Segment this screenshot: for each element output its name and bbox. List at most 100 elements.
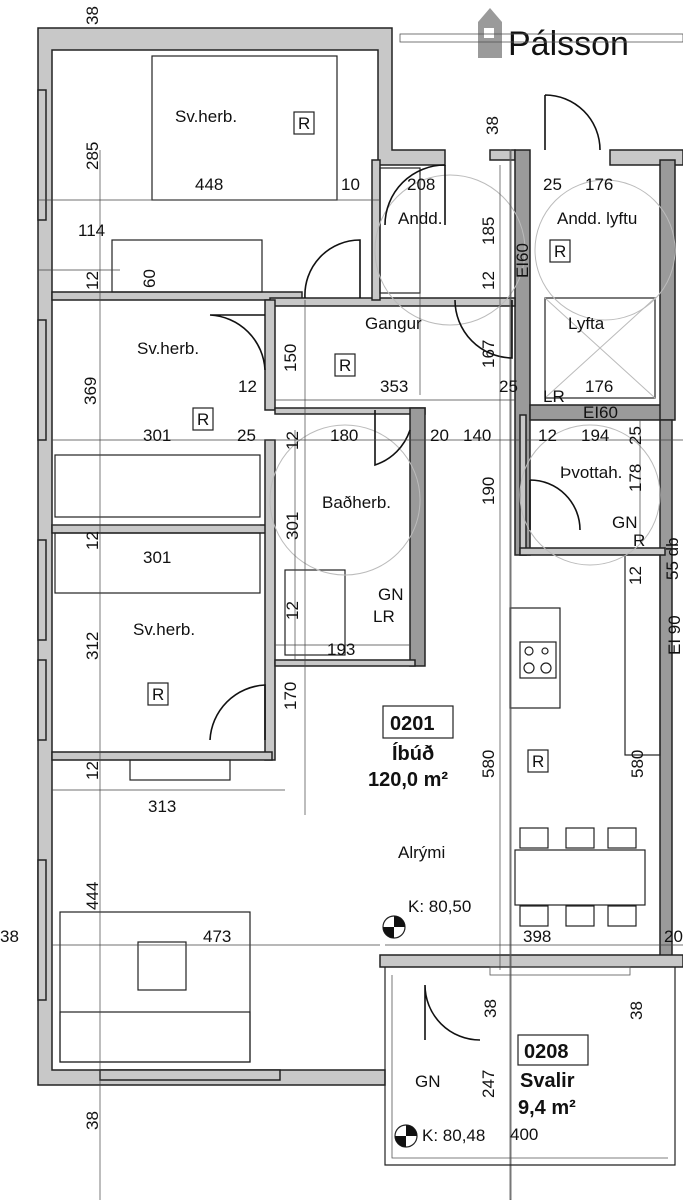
dim: 38 <box>83 1111 102 1130</box>
level-living: K: 80,50 <box>408 897 471 916</box>
marks: R R R R R R R GN GN GN LR LR EI60 EI60 E… <box>147 111 683 1091</box>
dim: 170 <box>281 682 300 710</box>
mark-lr: LR <box>373 607 395 626</box>
dim: 38 <box>483 116 502 135</box>
dim: 20 <box>430 426 449 445</box>
dim: 301 <box>143 548 171 567</box>
mark-r: R <box>554 242 566 261</box>
dim: 10 <box>341 175 360 194</box>
doors <box>209 94 601 1041</box>
interior-walls <box>51 159 683 968</box>
dim: 285 <box>83 142 102 170</box>
mark-gn: GN <box>378 585 404 604</box>
mark-r: R <box>152 685 164 704</box>
unit-number: 0201 <box>390 713 435 735</box>
room-entry: Andd. <box>398 209 442 228</box>
room-lift: Lyfta <box>568 314 605 333</box>
mark-ei60-vertical: EI60 <box>513 243 532 278</box>
mark-gn: GN <box>612 513 638 532</box>
level-markers: K: 80,50 K: 80,48 <box>382 897 485 1148</box>
dim: 180 <box>330 426 358 445</box>
dim: 448 <box>195 175 223 194</box>
dim: 12 <box>83 531 102 550</box>
dim: 190 <box>479 477 498 505</box>
balcony-number: 0208 <box>524 1041 569 1063</box>
dim: 25 <box>543 175 562 194</box>
mark-ei60: EI60 <box>583 403 618 422</box>
dim: 20 <box>664 927 683 946</box>
dim: 12 <box>238 377 257 396</box>
dim: 208 <box>407 175 435 194</box>
dim: 60 <box>140 269 159 288</box>
palsson-logo: Pálsson <box>478 8 629 63</box>
dim: 38 <box>627 1001 646 1020</box>
dim: 38 <box>481 999 500 1018</box>
balcony-outline <box>384 966 676 1166</box>
dim: 12 <box>626 566 645 585</box>
dim: 12 <box>83 761 102 780</box>
unit-label: 0201 Íbúð 120,0 m² <box>368 705 454 791</box>
dim: 12 <box>538 426 557 445</box>
furniture <box>54 55 676 1200</box>
dim: 178 <box>626 464 645 492</box>
room-labels: Sv.herb. Sv.herb. Sv.herb. Andd. Andd. l… <box>133 107 637 862</box>
dim: 185 <box>479 217 498 245</box>
dim: 247 <box>479 1070 498 1098</box>
mark-gn: GN <box>415 1072 441 1091</box>
level-balcony: K: 80,48 <box>422 1126 485 1145</box>
dim: 150 <box>281 344 300 372</box>
dim: 473 <box>203 927 231 946</box>
dim: 176 <box>585 175 613 194</box>
dim: 38 <box>0 927 19 946</box>
mark-lr: LR <box>543 387 565 406</box>
unit-type: Íbúð <box>392 742 434 765</box>
dim: 398 <box>523 927 551 946</box>
dim: 167 <box>479 340 498 368</box>
logo-text: Pálsson <box>508 25 629 63</box>
mark-db: 55 db <box>663 537 682 580</box>
dim: 114 <box>78 221 105 240</box>
mark-r: R <box>197 410 209 429</box>
mark-ei90: EI 90 <box>665 615 683 655</box>
dim: 140 <box>463 426 491 445</box>
dim: 12 <box>83 271 102 290</box>
dim: 193 <box>327 640 355 659</box>
dimension-values: 38 285 448 10 208 38 25 176 114 12 60 18… <box>0 6 683 1144</box>
dim: 12 <box>283 601 302 620</box>
dim: 12 <box>479 271 498 290</box>
dim: 301 <box>143 426 171 445</box>
dim: 312 <box>83 632 102 660</box>
room-lift-entry: Andd. lyftu <box>557 209 637 228</box>
mark-r: R <box>532 752 544 771</box>
dim: 38 <box>83 6 102 25</box>
dim: 12 <box>283 431 302 450</box>
balcony-area: 9,4 m² <box>518 1097 576 1119</box>
dim: 176 <box>585 377 613 396</box>
dim: 444 <box>83 882 102 910</box>
room-living: Alrými <box>398 843 445 862</box>
mark-r: R <box>339 356 351 375</box>
dim: 580 <box>628 750 647 778</box>
dim: 301 <box>283 512 302 540</box>
room-bedroom-2: Sv.herb. <box>137 339 199 358</box>
room-laundry: Þvottah. <box>560 463 622 482</box>
dim: 25 <box>626 426 645 445</box>
dim: 313 <box>148 797 176 816</box>
dim: 400 <box>510 1125 538 1144</box>
dimension-lines <box>38 150 683 1200</box>
unit-area: 120,0 m² <box>368 769 448 791</box>
mark-r: R <box>298 114 310 133</box>
dim: 580 <box>479 750 498 778</box>
room-bath: Baðherb. <box>322 493 391 512</box>
dim: 194 <box>581 426 609 445</box>
dim: 25 <box>237 426 256 445</box>
balcony-type: Svalir <box>520 1070 575 1092</box>
dim: 25 <box>499 377 518 396</box>
room-hall: Gangur <box>365 314 422 333</box>
balcony-label: 0208 Svalir 9,4 m² <box>517 1034 589 1119</box>
room-bedroom-1: Sv.herb. <box>175 107 237 126</box>
room-bedroom-3: Sv.herb. <box>133 620 195 639</box>
dim: 353 <box>380 377 408 396</box>
dim: 369 <box>81 377 100 405</box>
